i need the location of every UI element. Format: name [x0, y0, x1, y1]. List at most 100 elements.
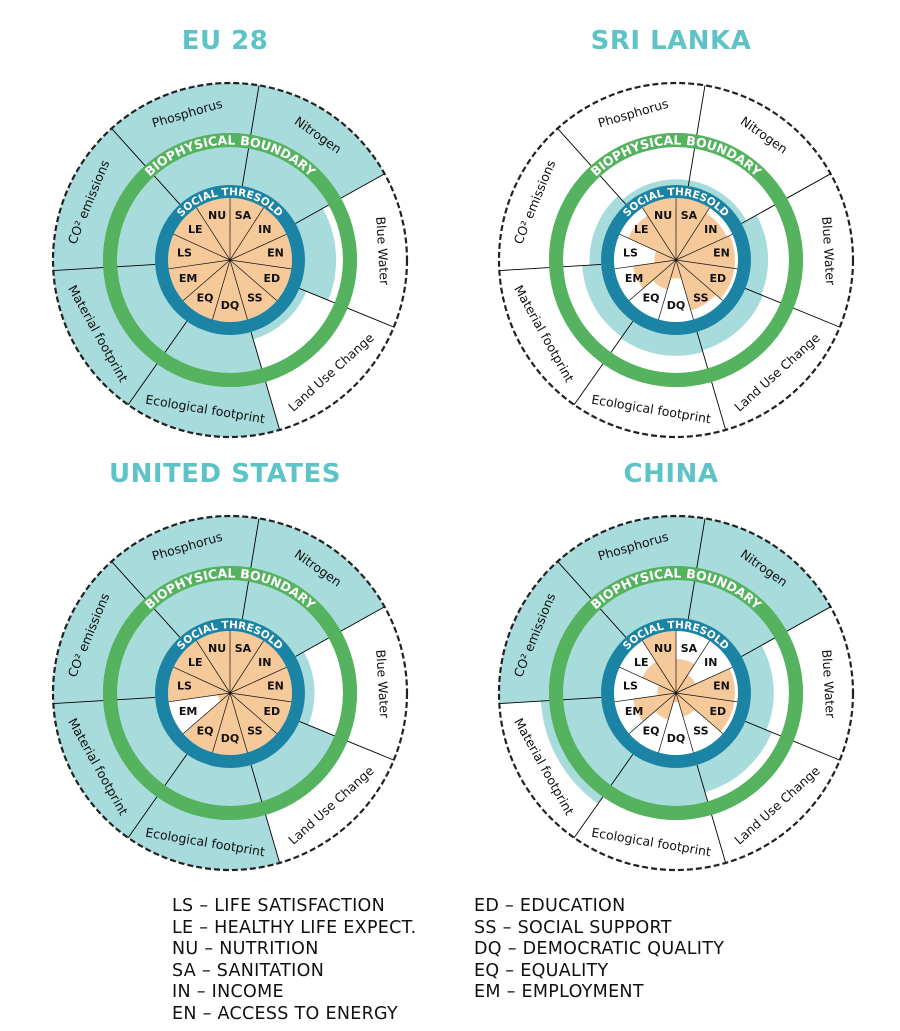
social-code-ss: SS — [247, 725, 262, 738]
boundary-label-blue-water: Blue Water — [373, 216, 392, 286]
boundary-level-material-footprint — [53, 697, 187, 838]
panel-title: UNITED STATES — [109, 459, 341, 489]
social-level-in — [676, 674, 696, 693]
social-level-en — [230, 667, 292, 702]
social-level-le — [628, 215, 676, 260]
social-code-ls: LS — [177, 679, 192, 692]
social-code-ed: ED — [264, 272, 281, 285]
social-level-em — [168, 260, 230, 301]
social-code-in: IN — [704, 223, 717, 236]
social-divider — [614, 692, 677, 703]
social-level-ss — [230, 693, 277, 753]
legend-item: EN – ACCESS TO ENERGY — [172, 1003, 399, 1024]
legend-item: DQ – DEMOCRATIC QUALITY — [474, 939, 725, 960]
social-divider — [212, 259, 231, 320]
social-code-en: EN — [713, 679, 730, 692]
social-divider — [614, 259, 677, 270]
legend-item: SS – SOCIAL SUPPORT — [474, 917, 672, 938]
social-code-ss: SS — [693, 725, 708, 738]
boundary-level-co-emissions — [589, 195, 626, 266]
social-divider — [168, 692, 231, 703]
social-code-nu: NU — [208, 209, 226, 222]
social-code-dq: DQ — [667, 299, 685, 312]
social-code-le: LE — [188, 656, 203, 669]
outer-dashed-circle — [51, 514, 409, 872]
social-code-dq: DQ — [221, 732, 239, 745]
boundary-level-blue-water — [741, 215, 769, 295]
social-divider — [619, 233, 677, 261]
boundary-label-blue-water: Blue Water — [819, 216, 838, 286]
boundary-level-land-use-change — [697, 721, 772, 793]
boundary-level-land-use-change — [251, 721, 344, 811]
legend-item: EQ – EQUALITY — [474, 960, 609, 981]
social-code-le: LE — [634, 223, 649, 236]
social-level-em — [633, 693, 676, 722]
social-code-ss: SS — [247, 292, 262, 305]
social-level-dq — [673, 693, 679, 703]
social-code-sa: SA — [681, 642, 698, 655]
social-code-ls: LS — [623, 679, 638, 692]
boundary-level-nitrogen — [242, 85, 385, 224]
panel-title: CHINA — [623, 459, 719, 489]
social-divider — [182, 692, 231, 734]
social-level-en — [230, 234, 292, 269]
legend-column-right: ED – EDUCATION SS – SOCIAL SUPPORT DQ – … — [474, 896, 724, 1004]
social-code-in: IN — [704, 656, 717, 669]
social-level-ss — [676, 260, 716, 311]
social-divider — [619, 666, 677, 694]
boundary-level-phosphorus — [622, 179, 690, 205]
social-code-sa: SA — [235, 642, 252, 655]
social-divider — [628, 692, 677, 734]
social-divider — [675, 259, 724, 301]
social-code-eq: EQ — [643, 725, 660, 738]
social-divider — [182, 259, 231, 301]
social-code-sa: SA — [235, 209, 252, 222]
social-level-ls — [654, 250, 676, 264]
social-divider — [168, 259, 231, 270]
social-code-en: EN — [267, 246, 284, 259]
social-divider — [229, 207, 264, 261]
social-divider — [675, 233, 733, 261]
social-divider — [196, 640, 231, 694]
social-level-nu — [196, 631, 231, 693]
social-level-nu — [196, 198, 231, 260]
social-level-le — [173, 207, 230, 260]
social-level-eq — [654, 693, 676, 720]
social-level-eq — [183, 260, 230, 320]
social-level-ls — [168, 234, 230, 269]
social-level-le — [642, 661, 676, 693]
social-code-em: EM — [625, 272, 643, 285]
boundary-label-blue-water: Blue Water — [819, 649, 838, 719]
social-level-ss — [676, 693, 695, 717]
legend-item: IN – INCOME — [172, 982, 284, 1003]
social-divider — [173, 666, 231, 694]
social-code-ss: SS — [693, 292, 708, 305]
social-divider — [675, 692, 738, 703]
social-code-in: IN — [258, 223, 271, 236]
boundary-level-material-footprint — [53, 264, 187, 405]
social-level-en — [676, 668, 735, 702]
panel-title: SRI LANKA — [590, 26, 752, 56]
social-divider — [229, 259, 248, 320]
social-divider — [229, 692, 292, 703]
social-code-nu: NU — [208, 642, 226, 655]
boundary-level-blue-water — [295, 208, 337, 301]
social-code-le: LE — [188, 223, 203, 236]
boundary-level-nitrogen — [688, 180, 747, 224]
doughnut-chart: BIOPHYSICAL BOUNDARYPhosphorusNitrogenBl… — [497, 514, 855, 872]
social-divider — [658, 692, 677, 753]
social-divider — [229, 259, 292, 270]
social-divider — [196, 207, 231, 261]
social-divider — [212, 692, 231, 753]
social-level-nu — [642, 631, 677, 693]
legend-column-left: LS – LIFE SATISFACTION LE – HEALTHY LIFE… — [172, 896, 416, 1026]
outer-dashed-circle — [497, 81, 855, 439]
social-code-nu: NU — [654, 642, 672, 655]
social-divider — [675, 259, 738, 270]
social-level-ls — [168, 667, 230, 702]
boundary-label-blue-water: Blue Water — [373, 649, 392, 719]
social-level-le — [173, 640, 230, 693]
boundary-level-land-use-change — [251, 288, 307, 340]
